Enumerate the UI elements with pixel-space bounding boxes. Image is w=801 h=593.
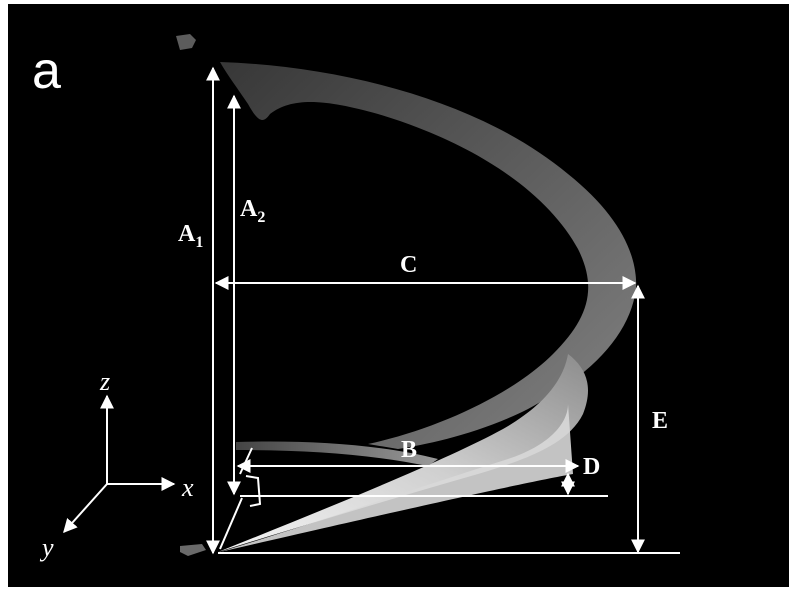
label-e: E [652,408,668,434]
blade-tail [236,441,438,466]
axis-label-z: z [99,367,110,396]
angle-bracket [245,475,262,507]
label-a2: A2 [240,196,265,226]
lower-fan [218,354,588,552]
angle-line [239,447,253,475]
figure-frame: A1 A2 C B D E z x y a [8,4,789,587]
scan-noise-bottom [180,544,206,556]
label-c: C [400,252,417,278]
axis-label-y: y [39,533,54,562]
label-b: B [401,437,417,463]
blade-surface [176,34,637,556]
upper-arc [220,62,637,449]
label-d: D [583,454,600,480]
dimension-lines [206,66,680,555]
twist-line [219,497,243,550]
scan-noise-top [176,34,196,50]
axis-label-x: x [181,473,194,502]
lower-fan-edge [220,404,573,552]
figure-canvas: A1 A2 C B D E z x y a [32,34,680,562]
panel-label: a [32,42,61,100]
label-a1: A1 [178,221,203,251]
coordinate-axes [63,394,176,534]
y-axis [63,483,108,534]
